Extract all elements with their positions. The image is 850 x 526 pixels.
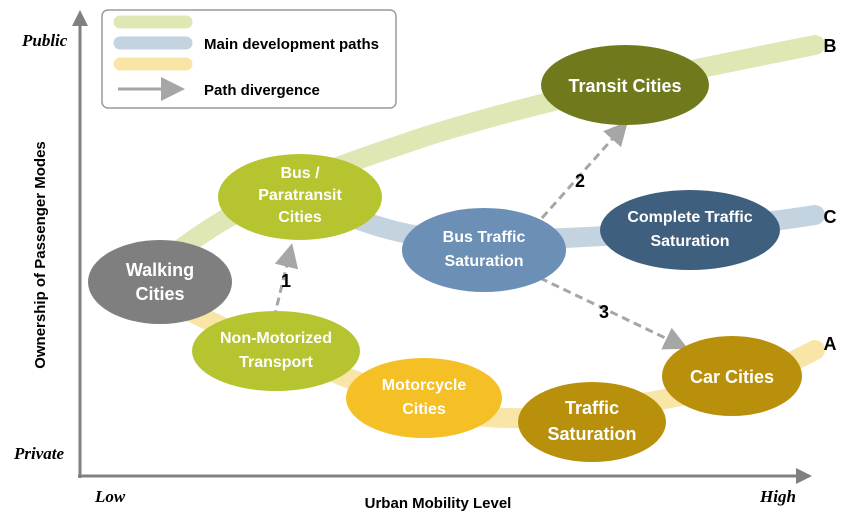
path-label-b: B	[824, 36, 837, 56]
node-label-line: Motorcycle	[382, 377, 467, 394]
node-label-line: Transit Cities	[568, 76, 681, 96]
y-axis-title: Ownership of Passenger Modes	[32, 141, 49, 369]
divergence-number-2: 2	[575, 171, 585, 191]
path-label-a: A	[824, 334, 837, 354]
node-label-line: Cities	[278, 209, 322, 226]
x-axis-title: Urban Mobility Level	[365, 495, 512, 512]
y-axis-arrowhead	[72, 10, 88, 26]
node-label-line: Walking	[126, 260, 194, 280]
node-transit-cities: Transit Cities	[541, 45, 709, 125]
node-label-line: Saturation	[444, 253, 523, 270]
legend-label-main-paths: Main development paths	[204, 36, 379, 53]
divergence-arrow-2	[540, 121, 628, 219]
node-car-cities: Car Cities	[662, 336, 802, 416]
node-label-line: Bus /	[280, 165, 320, 182]
divergence-number-1: 1	[281, 271, 291, 291]
divergence-arrow-1	[272, 243, 299, 319]
node-label-line: Car Cities	[690, 367, 774, 387]
x-axis-arrowhead	[796, 468, 812, 484]
x-axis-left-label: Low	[94, 487, 126, 506]
svg-text:Car Cities: Car Cities	[690, 367, 774, 387]
node-label-line: Traffic	[565, 398, 619, 418]
legend: Main development paths Path divergence	[101, 9, 397, 109]
svg-text:Transit Cities: Transit Cities	[568, 76, 681, 96]
divergence-number-3: 3	[599, 302, 609, 322]
node-label-line: Cities	[402, 401, 446, 418]
legend-label-divergence: Path divergence	[204, 82, 320, 99]
node-label-line: Cities	[135, 284, 184, 304]
node-label-line: Paratransit	[258, 187, 342, 204]
node-label-line: Non-Motorized	[220, 330, 332, 347]
node-label-line: Complete Traffic	[627, 209, 752, 226]
y-axis-bottom-label: Private	[13, 444, 64, 463]
node-label-line: Saturation	[650, 233, 729, 250]
y-axis-top-label: Public	[21, 31, 68, 50]
node-label-line: Bus Traffic	[443, 229, 526, 246]
path-label-c: C	[824, 207, 837, 227]
x-axis-right-label: High	[759, 487, 796, 506]
node-label-line: Transport	[239, 354, 313, 371]
divergence-arrow-3	[539, 276, 689, 350]
node-label-line: Saturation	[547, 424, 636, 444]
